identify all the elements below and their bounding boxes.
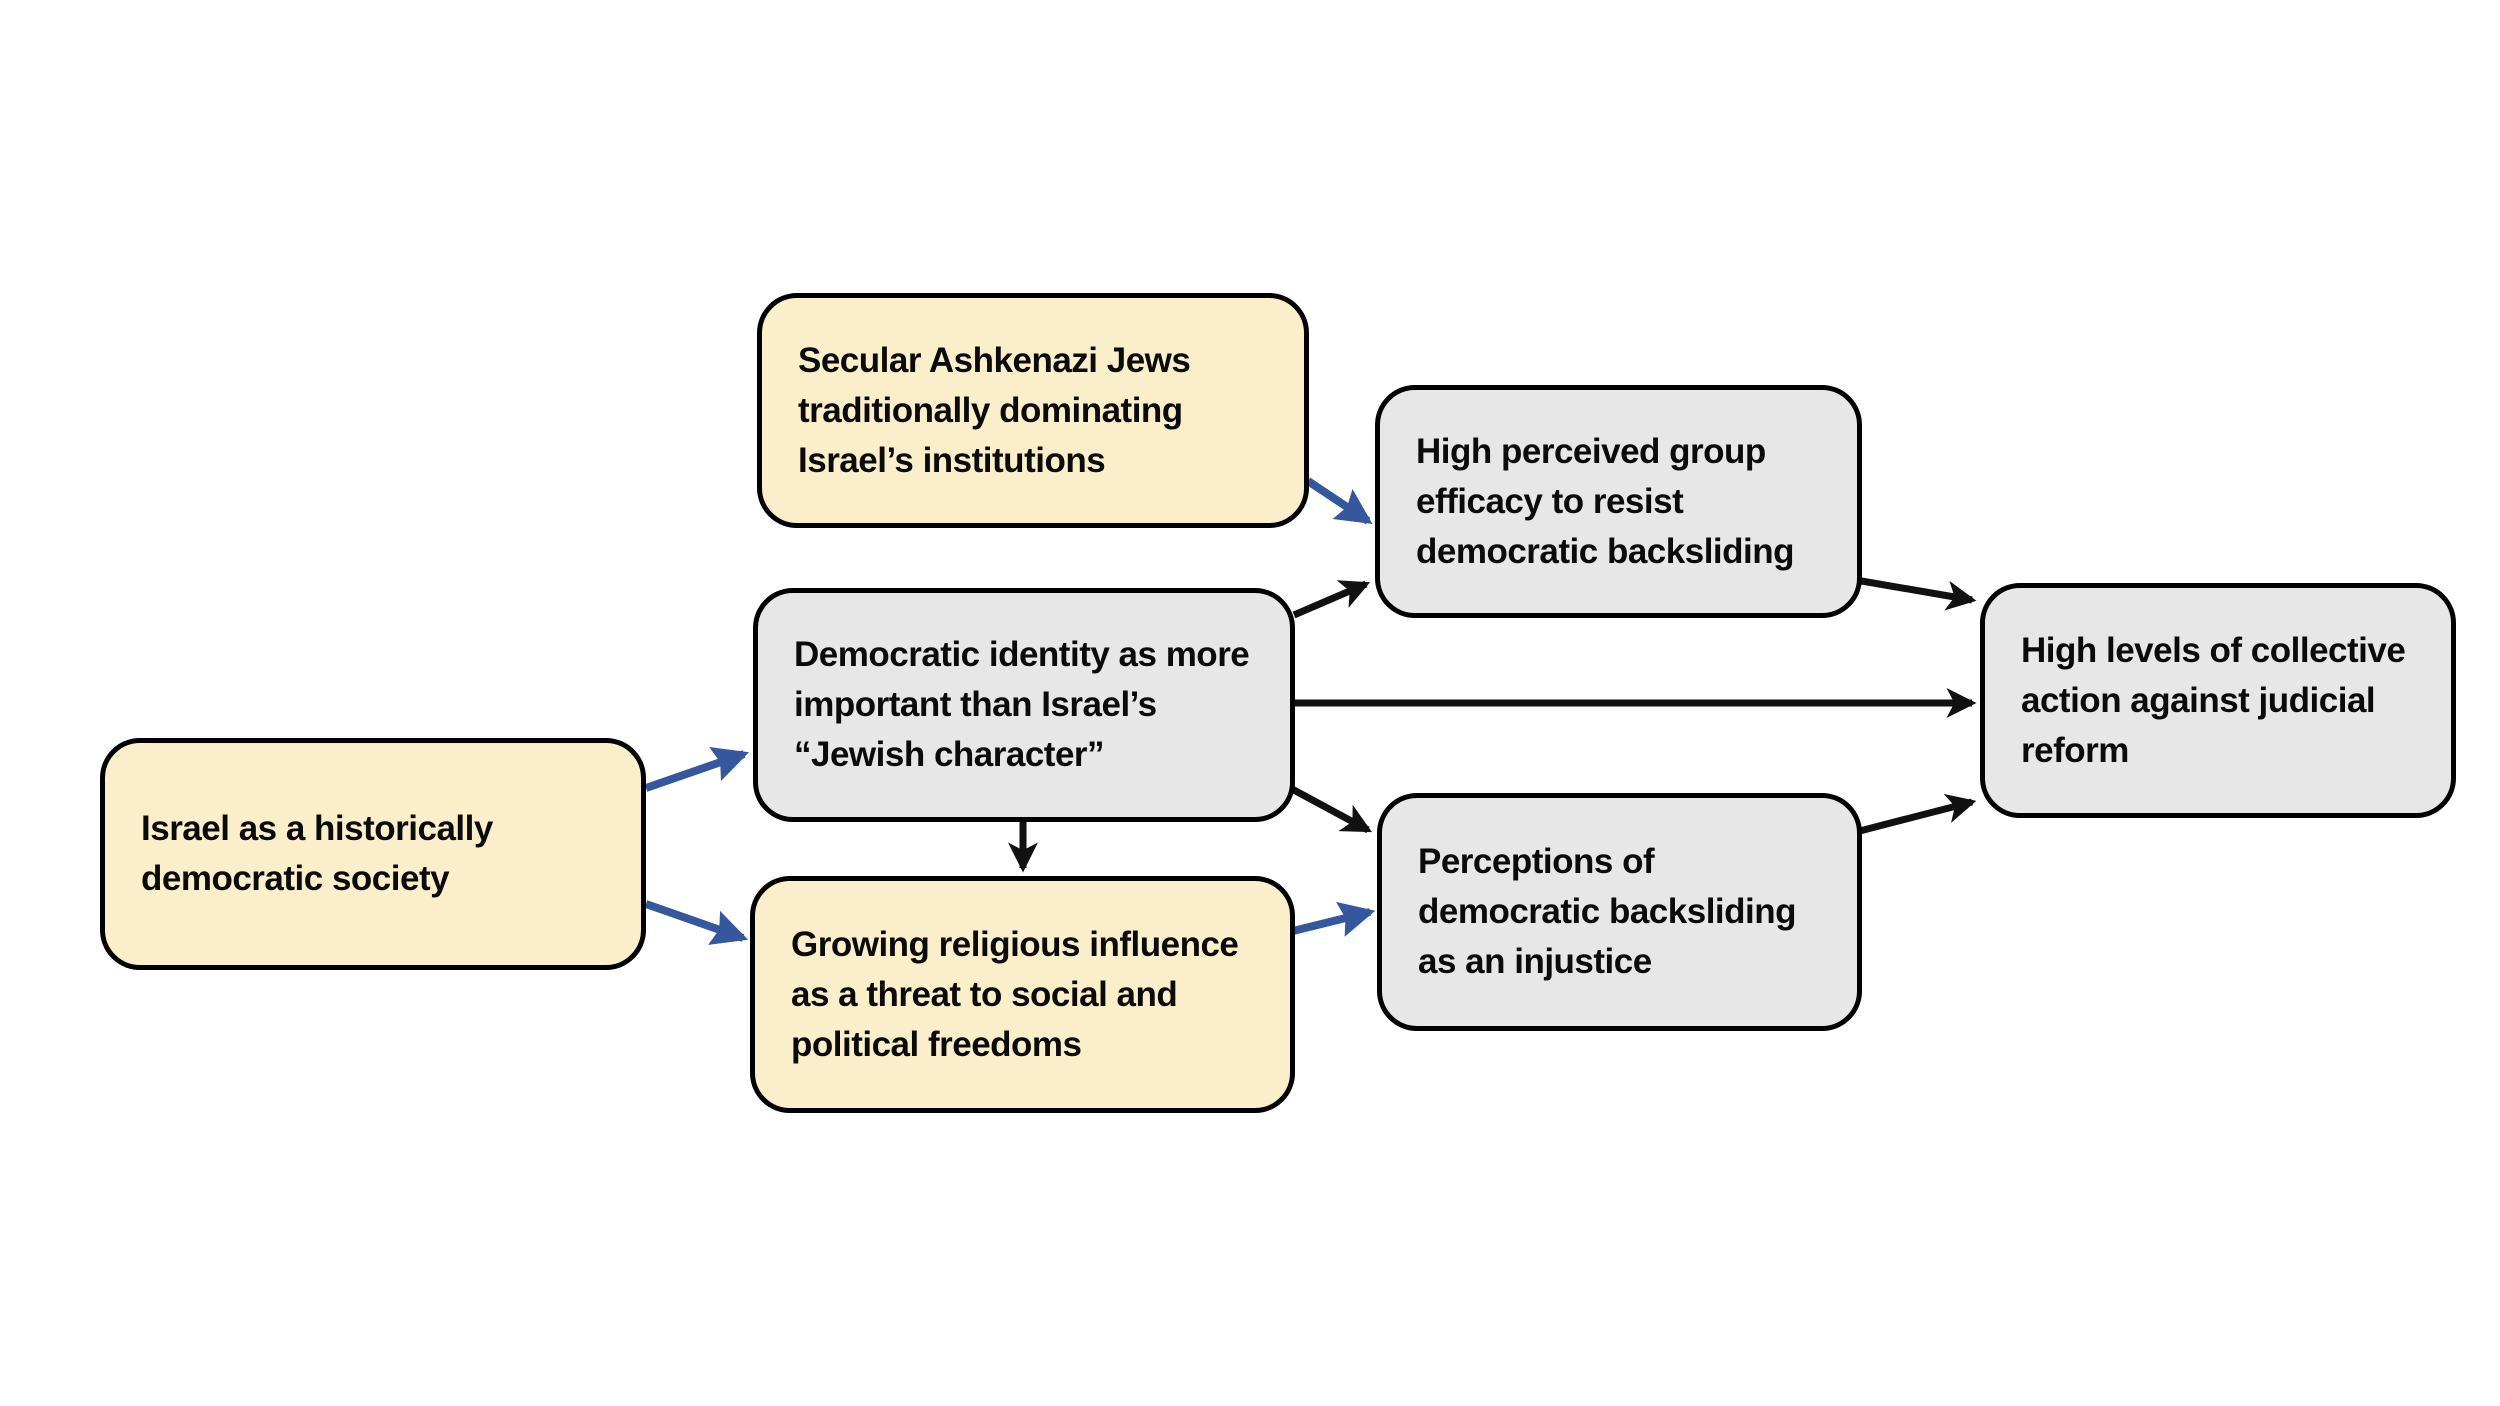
arrow-democratic-to-efficacy	[1292, 580, 1371, 619]
node-perceptions-injustice: Perceptions of democratic backsliding as…	[1377, 793, 1862, 1031]
node-growing-religious-influence: Growing religious influence as a threat …	[750, 876, 1295, 1113]
node-group-efficacy: High perceived group efficacy to resist …	[1375, 385, 1862, 618]
node-growing-label: Growing religious influence as a threat …	[791, 924, 1239, 1064]
node-democratic-label: Democratic identity as more important th…	[794, 635, 1250, 774]
node-efficacy-label: High perceived group efficacy to resist …	[1416, 431, 1795, 571]
arrow-perceptions-to-collective	[1851, 793, 1977, 837]
node-israel-democratic-society: Israel as a historically democratic soci…	[100, 738, 646, 970]
node-secular-label: Secular Ashkenazi Jews traditionally dom…	[798, 340, 1191, 480]
node-collective-action: High levels of collective action against…	[1980, 583, 2456, 818]
arrow-efficacy-to-collective	[1849, 575, 1977, 611]
arrow-secular-to-efficacy	[1305, 477, 1373, 525]
node-perceptions-label: Perceptions of democratic backsliding as…	[1418, 842, 1797, 981]
node-secular-ashkenazi-jews: Secular Ashkenazi Jews traditionally dom…	[757, 293, 1309, 528]
node-israel-label: Israel as a historically democratic soci…	[141, 809, 493, 898]
arrow-democratic-to-perceptions	[1290, 785, 1372, 834]
node-democratic-identity: Democratic identity as more important th…	[753, 588, 1295, 822]
arrow-israel-to-democratic	[644, 747, 750, 792]
arrow-israel-to-growing	[644, 900, 749, 945]
node-collective-label: High levels of collective action against…	[2021, 630, 2406, 770]
arrow-growing-to-perceptions	[1292, 901, 1376, 937]
